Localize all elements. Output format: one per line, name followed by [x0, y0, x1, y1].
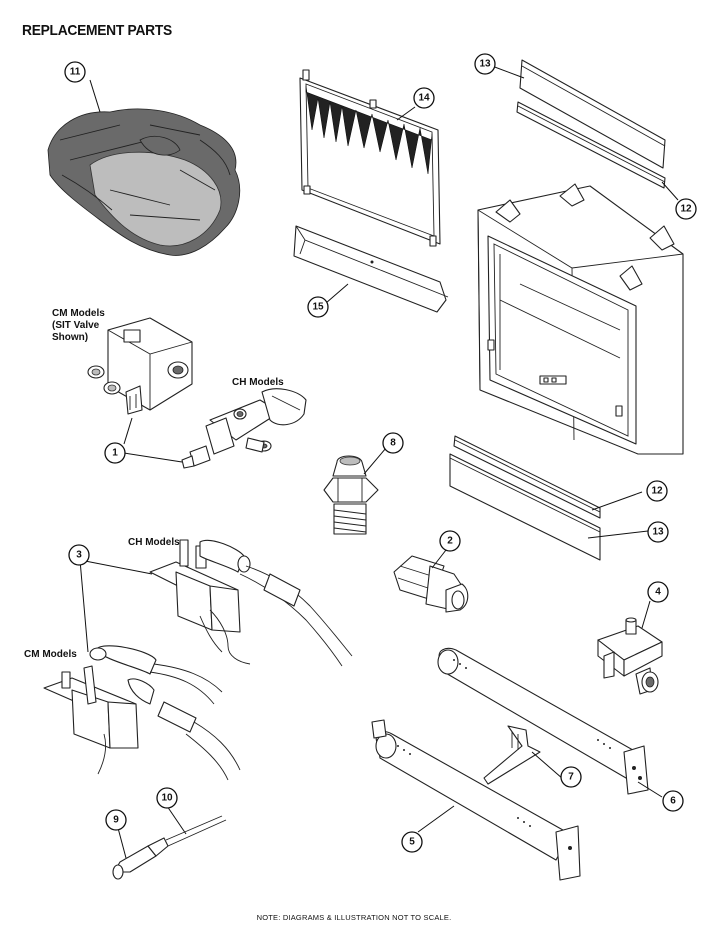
igniter-part — [112, 815, 227, 880]
callout-14: 14 — [413, 87, 435, 109]
callout-3: 3 — [68, 544, 90, 566]
screen-frame-part — [299, 69, 441, 247]
footnote: NOTE: DIAGRAMS & ILLUSTRATION NOT TO SCA… — [256, 913, 452, 922]
svg-text:12: 12 — [680, 204, 692, 215]
pilot-assembly-cm-part — [43, 645, 241, 781]
label-cm-models-pilot: CM Models — [24, 649, 77, 660]
svg-text:2: 2 — [447, 536, 453, 547]
svg-text:12: 12 — [651, 486, 663, 497]
svg-text:11: 11 — [70, 67, 81, 78]
callout-7: 7 — [560, 766, 582, 788]
svg-text:4: 4 — [655, 587, 661, 598]
label-ch-models-pilot: CH Models — [128, 537, 180, 548]
log-set-part — [47, 108, 241, 256]
callout-6: 6 — [662, 790, 684, 812]
bottom-trim-strips-part — [449, 435, 601, 561]
callout-13-top: 13 — [474, 53, 496, 75]
top-trim-strips-part — [516, 59, 666, 189]
svg-text:5: 5 — [409, 837, 415, 848]
svg-text:13: 13 — [479, 59, 491, 70]
label-shown: Shown) — [52, 332, 88, 343]
svg-text:14: 14 — [418, 93, 430, 104]
label-cm-models: CM Models — [52, 308, 105, 319]
callout-15: 15 — [307, 296, 329, 318]
svg-text:13: 13 — [652, 527, 664, 538]
gas-valve-cm-part — [87, 317, 193, 415]
svg-text:7: 7 — [568, 772, 574, 783]
burner-bracket-part — [483, 725, 541, 785]
callout-4: 4 — [647, 581, 669, 603]
svg-text:6: 6 — [670, 796, 676, 807]
callout-12-top: 12 — [675, 198, 697, 220]
callout-1: 1 — [104, 442, 126, 464]
callout-2: 2 — [439, 530, 461, 552]
svg-text:15: 15 — [312, 302, 324, 313]
burner-tube-long-part — [437, 647, 649, 795]
orifice-part — [323, 455, 379, 535]
page-title: REPLACEMENT PARTS — [22, 22, 172, 39]
callout-11: 11 — [64, 61, 86, 83]
pilot-assembly-ch-part — [149, 539, 353, 667]
svg-text:3: 3 — [76, 550, 82, 561]
callout-10: 10 — [156, 787, 178, 809]
svg-text:8: 8 — [390, 438, 396, 449]
svg-text:9: 9 — [113, 815, 119, 826]
callout-12-bottom: 12 — [646, 480, 668, 502]
gas-valve-ch-part — [181, 388, 307, 469]
callout-5: 5 — [401, 831, 423, 853]
svg-text:10: 10 — [161, 793, 173, 804]
burner-tube-short-part — [371, 719, 581, 881]
callout-13-bottom: 13 — [647, 521, 669, 543]
firebox-part — [477, 183, 684, 455]
label-ch-models-valve: CH Models — [232, 377, 284, 388]
pilot-fitting-part — [597, 617, 663, 695]
leader-lines — [79, 65, 679, 859]
fitting-part — [393, 555, 469, 613]
callout-9: 9 — [105, 809, 127, 831]
svg-text:1: 1 — [112, 448, 118, 459]
label-sit-valve: (SIT Valve — [52, 320, 100, 331]
callout-8: 8 — [382, 432, 404, 454]
deflector-part — [293, 225, 449, 313]
